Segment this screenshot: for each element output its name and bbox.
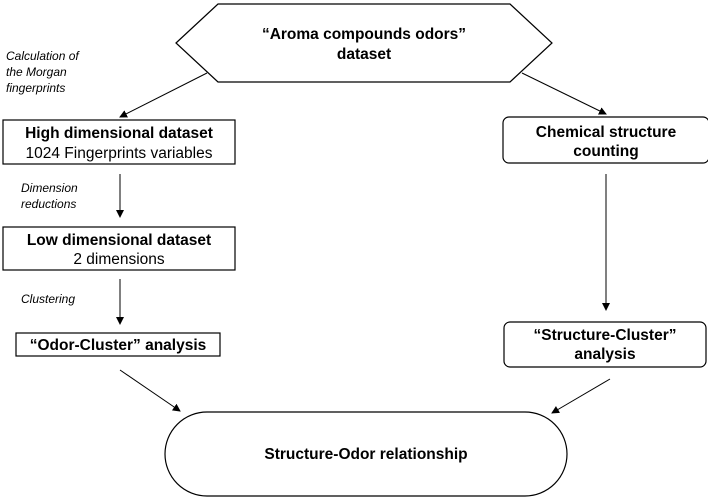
arrow-odor-cluster-to-relationship [119,369,181,412]
structure-cluster-node: “Structure-Cluster” analysis [503,321,707,368]
high-dim-node: High dimensional dataset 1024 Fingerprin… [2,119,236,165]
clustering-label: Clustering [21,292,75,306]
chem-counting-node: Chemical structure counting [502,116,708,164]
dimension-label-line-1: Dimension [21,181,78,195]
arrow-structure-cluster-to-relationship [551,378,611,414]
morgan-label-line-3: fingerprints [6,81,65,95]
low-dim-subtitle: 2 dimensions [73,251,165,268]
low-dim-node: Low dimensional dataset 2 dimensions [2,226,236,271]
structure-cluster-subtitle: analysis [574,346,635,363]
low-dim-title: Low dimensional dataset [27,232,211,249]
arrow-dataset-to-high-dim [119,72,208,118]
chem-counting-subtitle: counting [573,143,638,160]
relationship-node: Structure-Odor relationship [164,411,568,497]
dimension-label-line-2: reductions [21,197,76,211]
relationship-label: Structure-Odor relationship [264,446,467,463]
arrow-dataset-to-chem-counting [521,72,607,115]
high-dim-subtitle: 1024 Fingerprints variables [26,145,213,162]
structure-cluster-title: “Structure-Cluster” [534,327,677,344]
high-dim-title: High dimensional dataset [25,125,213,142]
morgan-label-line-1: Calculation of [6,49,80,63]
chem-counting-title: Chemical structure [536,124,677,141]
odor-cluster-label: “Odor-Cluster” analysis [30,337,207,354]
morgan-label-line-2: the Morgan [6,65,67,79]
dataset-node: “Aroma compounds odors” dataset [175,3,553,83]
dimension-edge-label: Dimension reductions [21,181,78,211]
odor-cluster-node: “Odor-Cluster” analysis [15,332,221,357]
dataset-title: “Aroma compounds odors” [262,26,466,43]
dataset-subtitle: dataset [337,46,391,63]
morgan-edge-label: Calculation of the Morgan fingerprints [6,49,80,95]
